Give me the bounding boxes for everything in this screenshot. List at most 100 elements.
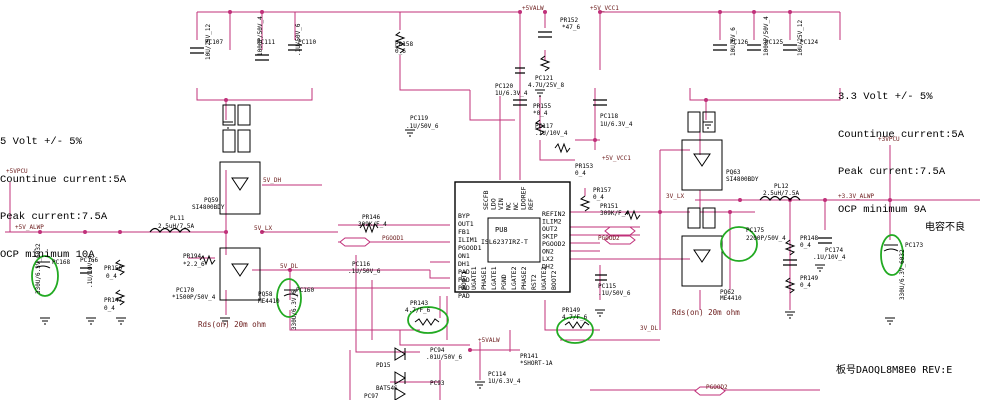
spec-5v-line-4: OCP minimum 10A [0,248,95,261]
comp-value-pc115: .1U/50V_6 [598,290,631,297]
comp-value-pc173: 330U/6.3V_6032 [899,249,906,300]
net-5valw-bottom: +5VALW [478,337,500,344]
comp-ref-pr146: PR146 [362,214,380,221]
comp-value-pr147: 0_4 [104,305,115,312]
comp-ref-pr147: PR147 [104,297,122,304]
comp-value-pr153: 0_4 [575,170,586,177]
ic-pin-left-9: PAD [458,284,470,292]
comp-value-pc116: .1U/50V_6 [348,268,381,275]
comp-ref-pr141: PR141 [520,353,538,360]
net-3v-alwp: +3.3V_ALWP [838,193,875,200]
comp-value-pr155: *0_4 [533,110,548,117]
comp-value-pc119: .1U/50V_6 [406,123,439,130]
comp-value-pq62: ME4410 [720,295,742,302]
comp-value-pq59: SI4800BDY [192,204,225,211]
comp-ref-bat54s: BAT54S [376,385,398,392]
ic-pin-top-0: SECFB [482,190,490,210]
comp-value-pc124: 10U/25V_12 [797,19,804,56]
spec-note-3v3: 3.3 Volt +/- 5% Countinue current:5A Pea… [838,66,964,241]
comp-ref-pq62: PQ62 [720,289,735,296]
net-pgood2-bottom: PGOOD2 [706,384,728,391]
spec-3v3-line-3: Peak current:7.5A [838,166,946,178]
ic-pin-left-10: PAD [458,292,470,300]
ic-pin-left-5: ON1 [458,252,470,260]
comp-ref-pr150: PR150 [104,265,122,272]
ic-pin-left-8: PAD [458,276,470,284]
comp-value-pc168: 330U/6.3V_6032 [35,243,42,294]
ic-pin-bottom-0: BOOT1 [460,270,468,290]
net-5v-vcc1-top: +5V_VCC1 [590,5,619,12]
ic-part-label: ISL6237IRZ-T [481,238,528,246]
comp-ref-pr152: PR152 [560,17,578,24]
comp-ref-pc175: PC175 [746,227,764,234]
ic-pin-left-4: PGOOD1 [458,244,482,252]
comp-ref-pd15: PD15 [376,362,391,369]
comp-value-pc111: 1000P/50V_4 [257,16,264,56]
comp-ref-pc160: PC160 [296,287,314,294]
comp-ref-pr158: PR158 [395,41,413,48]
comp-ref-pr149: PR149 [562,307,580,314]
comp-value-pc121: 4.7U/25V_8 [528,82,565,89]
ic-pin-right-2: OUT2 [542,225,558,233]
comp-ref-pr143: PR143 [410,300,428,307]
net-pgood1: PGOOD1 [382,235,404,242]
comp-ref-pc119: PC119 [410,115,428,122]
comp-value-pc107: 10U/25V_12 [205,23,212,60]
ic-pin-bottom-7: RST2 [530,274,538,290]
ic-pin-bottom-8: UGATE2 [540,266,548,290]
comp-ref-pc125: PC125 [765,39,783,46]
comp-value-pc117: .1U/10V_4 [535,130,568,137]
ic-pin-right-0: REFIN2 [542,210,566,218]
ic-pin-left-1: OUT1 [458,220,474,228]
comp-value-pr150: 0_4 [106,273,117,280]
ic-pin-top-2: VIN [497,198,505,210]
spec-3v3-line-1: 3.3 Volt +/- 5% [838,91,933,103]
ic-pin-bottom-2: PHASE1 [480,266,488,290]
comp-value-pr148: 0_4 [800,242,811,249]
comp-value-pl12: 2.5uH/7.5A [763,190,800,197]
comp-value-pr157: 0_4 [593,194,604,201]
comp-ref-pc124: PC124 [800,39,818,46]
comp-ref-pc111: PC111 [257,39,275,46]
comp-ref-pl12: PL12 [774,183,789,190]
spec-5v-line-1: 5 Volt +/- 5% [0,136,82,148]
spec-3v3-line-4: OCP minimum 9A [838,203,927,216]
comp-value-pc166: .1U/10V_4 [87,255,94,288]
ic-pin-bottom-3: LGATE1 [490,266,498,290]
comp-value-pl11: 2.5uH/7.5A [158,223,195,230]
ic-pin-left-0: BYP [458,212,470,220]
ic-pin-right-1: ILIM2 [542,218,562,226]
ic-pin-top-4: NC [512,202,520,210]
net-5v-dl: 5V_DL [280,263,298,270]
comp-ref-pc120: PC120 [495,83,513,90]
spec-5v-line-2: Countinue current:5A [0,173,127,186]
comp-ref-pl11: PL11 [170,215,185,222]
comp-ref-pq63: PQ63 [726,169,741,176]
ic-pin-bottom-1: UGATE1 [470,266,478,290]
ic-pin-top-6: REF [527,198,535,210]
comp-value-pc170: *1500P/50V_4 [172,294,216,301]
ic-ref-label: PU8 [495,226,508,234]
comp-ref-pc168: PC168 [52,259,70,266]
comp-value-pc114: 1U/6.3V_4 [488,378,521,385]
ic-pin-top-1: LDO [490,198,498,210]
comp-value-pr151: 309K/F_4 [600,210,629,217]
net-pgood2: PGOOD2 [598,235,620,242]
ic-pin-bottom-9: BOOT2 [550,270,558,290]
comp-value-pr149b: 0_4 [800,282,811,289]
comp-ref-pr151: PR151 [600,203,618,210]
comp-ref-pr194: PR194 [183,253,201,260]
net-3v-lx: 3V_LX [666,193,684,200]
net-5v-dh: 5V_DH [263,177,281,184]
comp-ref-pq59: PQ59 [204,197,219,204]
comp-ref-pc126: PC126 [730,39,748,46]
ic-pin-bottom-4: PGND [500,274,508,290]
comp-ref-pr157: PR157 [593,187,611,194]
comp-value-pc110: .1U/50V_6 [295,23,302,56]
ic-pin-bottom-6: PHASE2 [520,266,528,290]
spec-3v3-line-2: Countinue current:5A [838,128,965,141]
comp-value-pc126: 10U/6V_6 [730,27,737,56]
comp-ref-pr155: PR155 [533,103,551,110]
comp-value-pr146: 309K/F_4 [358,221,387,228]
